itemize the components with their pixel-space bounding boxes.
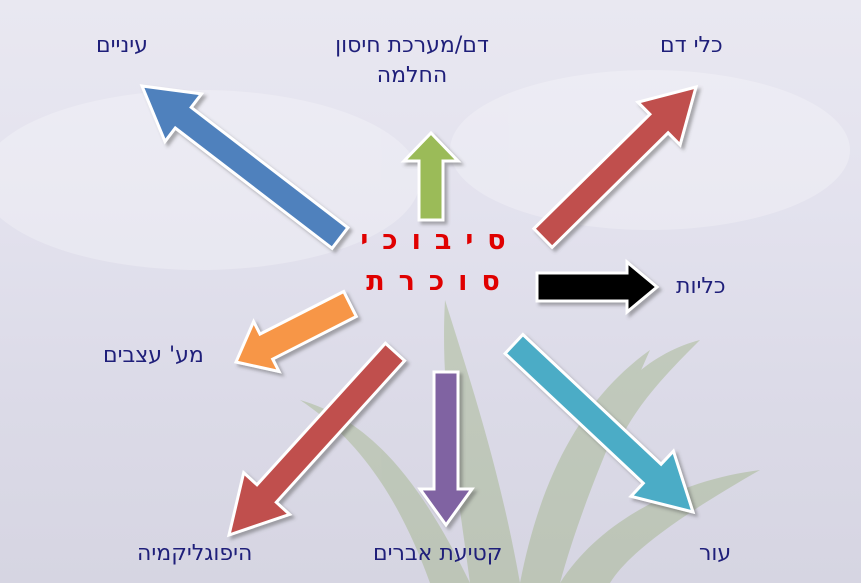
- arrow-blood-immune-shape: [400, 130, 462, 222]
- arrow-blood-vessels: [531, 84, 699, 250]
- arrow-skin: [502, 332, 696, 515]
- arrow-kidneys-shape: [535, 258, 660, 316]
- arrow-blood-vessels-shape: [531, 84, 699, 250]
- arrow-nerves-shape: [233, 289, 359, 374]
- arrow-amputation-shape: [417, 370, 475, 528]
- arrow-blood-immune: [400, 130, 462, 222]
- label-eyes: עיניים: [96, 33, 148, 58]
- arrow-skin-shape: [502, 332, 696, 515]
- label-blood-immune: דם/מערכת חיסון: [335, 33, 489, 58]
- arrow-hypoglycemia-shape: [226, 341, 407, 538]
- label-amputation: קטיעת אברים: [373, 541, 503, 566]
- label-blood-vessels: כלי דם: [660, 33, 723, 58]
- label-skin: עור: [699, 541, 732, 566]
- arrow-eyes: [139, 84, 351, 251]
- arrow-eyes-shape: [139, 84, 351, 251]
- center-title-line2: סוכרת: [366, 266, 514, 297]
- arrow-nerves: [233, 289, 359, 374]
- arrow-amputation: [417, 370, 475, 528]
- arrow-kidneys: [535, 258, 660, 316]
- arrow-hypoglycemia: [226, 341, 407, 538]
- label-nerves: מע' עצבים: [103, 343, 204, 368]
- label-hypoglycemia: היפוגליקמיה: [137, 541, 253, 566]
- label-kidneys: כליות: [676, 274, 726, 299]
- center-title-line1: סיבוכי: [360, 225, 520, 256]
- label-healing: החלמה: [376, 63, 448, 88]
